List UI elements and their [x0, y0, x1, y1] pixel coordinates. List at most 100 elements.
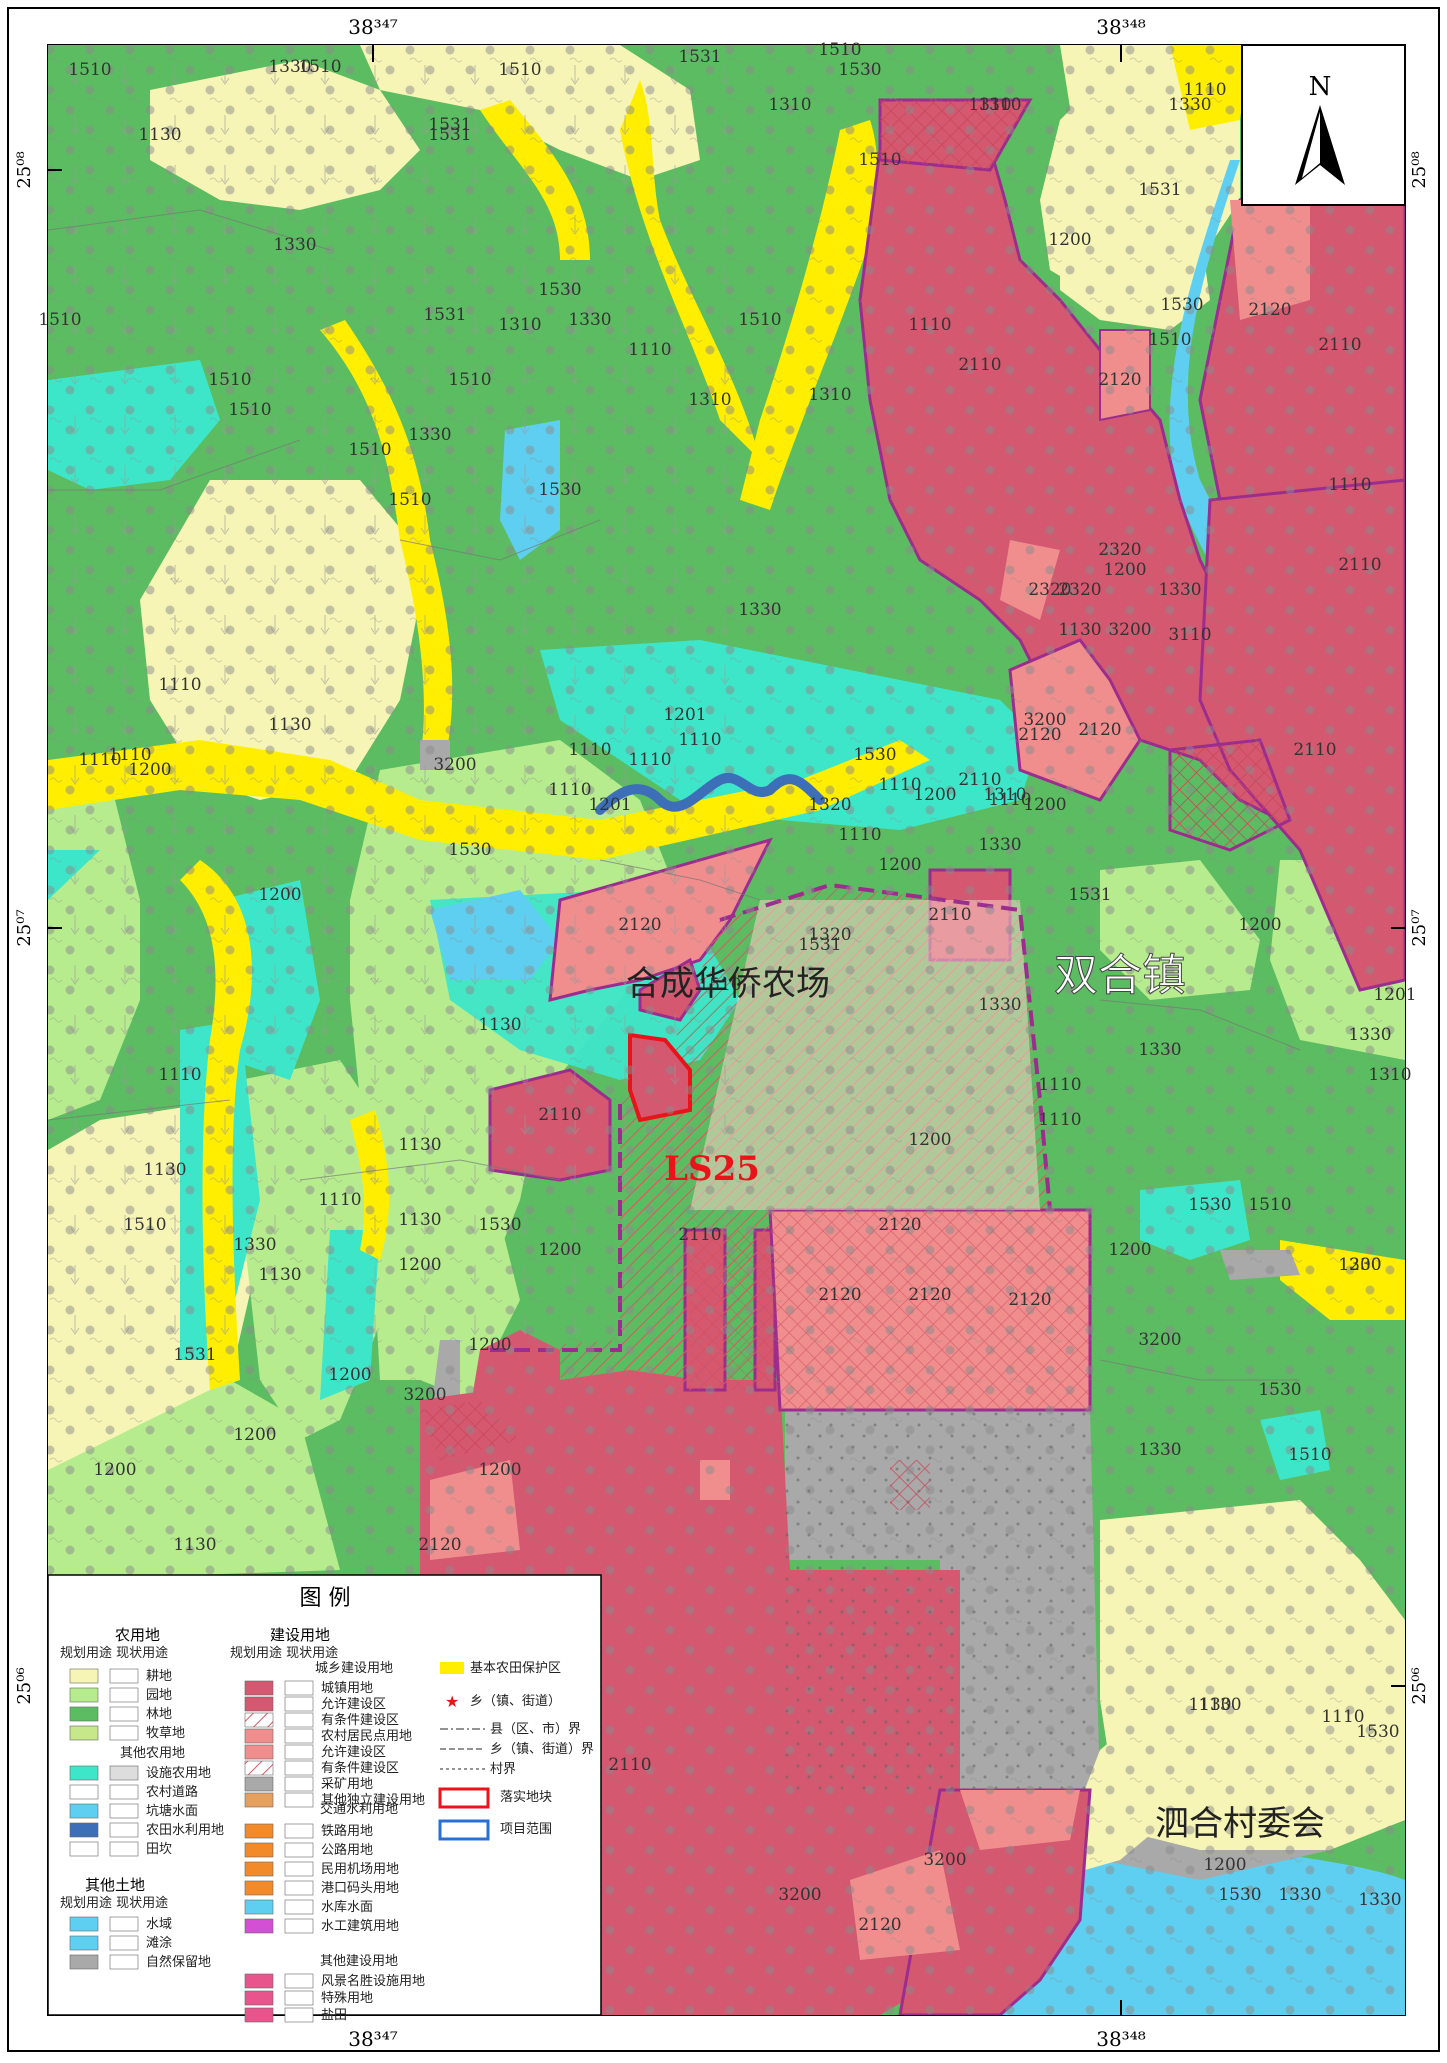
land-code-label: 1510 [738, 310, 781, 330]
land-code-label: 2110 [608, 1755, 651, 1775]
land-code-label: 1110 [568, 740, 611, 760]
legend-swatch [244, 1696, 274, 1712]
land-code-label: 1330 [1138, 1440, 1181, 1460]
legend-swatch-current [109, 1935, 139, 1951]
land-code-label: 1310 [978, 95, 1021, 115]
legend-item-label: 采矿用地 [321, 1777, 373, 1792]
land-code-label: 1110 [1183, 80, 1226, 100]
legend-swatch-current [284, 1842, 314, 1858]
legend-agri-other-heading: 其他农用地 [120, 1746, 185, 1761]
village-label: 泗合村委会 [1155, 1804, 1325, 1844]
land-code-label: 1510 [1248, 1195, 1291, 1215]
north-arrow: N [1241, 44, 1406, 206]
land-code-label: 1510 [698, 975, 741, 995]
land-code-label: 1320 [808, 925, 851, 945]
legend-right-label: 项目范围 [500, 1822, 552, 1837]
land-code-label: 1510 [68, 60, 111, 80]
land-code-label: 1530 [478, 1215, 521, 1235]
land-code-label: 1200 [128, 760, 171, 780]
land-code-label: 1200 [1338, 1255, 1381, 1275]
land-code-label: 1130 [143, 1160, 186, 1180]
land-code-label: 1200 [1203, 1855, 1246, 1875]
legend-swatch [244, 1823, 274, 1839]
land-code-label: 1510 [818, 40, 861, 60]
legend-swatch-current [284, 1792, 314, 1808]
legend-urban-heading: 城乡建设用地 [315, 1661, 393, 1676]
land-code-label: 1530 [1160, 295, 1203, 315]
legend-swatch [244, 1990, 274, 2006]
land-code-label: 1510 [1148, 330, 1191, 350]
land-code-label: 1110 [1321, 1707, 1364, 1727]
land-code-label: 1310 [968, 95, 1011, 115]
grid-left-label: 25⁰⁷ [14, 909, 35, 946]
legend-item-label: 园地 [146, 1688, 172, 1703]
legend-item-label: 滩涂 [146, 1935, 172, 1951]
legend-right-label: 县（区、市）界 [490, 1721, 581, 1737]
legend-swatch-current [109, 1725, 139, 1741]
land-code-label: 2120 [418, 1535, 461, 1555]
legend-item-label: 水库水面 [321, 1899, 373, 1915]
legend-swatch-current [109, 1668, 139, 1684]
land-code-label: 2120 [908, 1285, 951, 1305]
legend-item-label: 耕地 [146, 1668, 172, 1684]
legend-item-label: 水工建筑用地 [321, 1918, 399, 1934]
legend-item-label: 农村道路 [146, 1784, 198, 1800]
legend-item-label: 风景名胜设施用地 [321, 1973, 425, 1989]
land-code-label: 1110 [988, 790, 1031, 810]
grid-left-label: 25⁰⁸ [14, 151, 35, 188]
land-code-label: 2320 [1028, 580, 1071, 600]
land-code-label: 1200 [1023, 795, 1066, 815]
legend-swatch [244, 1760, 274, 1776]
legend-swatch-current [284, 1696, 314, 1712]
land-code-label: 1510 [858, 150, 901, 170]
legend-item-label: 牧草地 [146, 1726, 185, 1741]
legend-swatch-current [109, 1765, 139, 1781]
legend-swatch [438, 1787, 490, 1809]
town-label: 双合镇 [1054, 950, 1186, 1001]
land-code-label: 1200 [468, 1335, 511, 1355]
land-code-label: 2110 [1293, 740, 1336, 760]
land-code-label: 1201 [663, 705, 706, 725]
legend-swatch-current [109, 1916, 139, 1932]
grid-right-label: 25⁰⁶ [1409, 1667, 1430, 1704]
legend-swatch-current [284, 1760, 314, 1776]
land-code-label: 1200 [1103, 560, 1146, 580]
legend-swatch [69, 1668, 99, 1684]
legend-swatch [69, 1725, 99, 1741]
land-code-label: 1310 [983, 785, 1026, 805]
land-code-label: 1530 [1258, 1380, 1301, 1400]
land-code-label: 2110 [958, 770, 1001, 790]
legend-swatch [244, 1712, 274, 1728]
legend-swatch [244, 1973, 274, 1989]
land-code-label: 2120 [1018, 725, 1061, 745]
land-code-label: 1531 [798, 935, 841, 955]
land-code-label: 1320 [808, 795, 851, 815]
land-code-label: 1110 [548, 780, 591, 800]
legend-transport-heading: 交通水利用地 [320, 1801, 398, 1817]
legend-item-label: 城镇用地 [321, 1681, 373, 1696]
land-code-label: 1130 [1058, 620, 1101, 640]
land-code-label: 1530 [1356, 1722, 1399, 1742]
land-code-label: 1531 [678, 47, 721, 67]
legend-swatch [438, 1819, 490, 1841]
land-code-label: 1530 [538, 280, 581, 300]
legend-item-label: 有条件建设区 [321, 1712, 399, 1728]
land-code-label: 1330 [1158, 580, 1201, 600]
land-code-label: 1310 [808, 385, 851, 405]
land-code-label: 1200 [1238, 915, 1281, 935]
north-arrow-icon [1302, 112, 1320, 178]
land-code-label: 2320 [1098, 540, 1141, 560]
legend-swatch [69, 1954, 99, 1970]
land-code-label: 2120 [1248, 300, 1291, 320]
land-code-label: 1330 [1138, 1040, 1181, 1060]
land-code-label: 2110 [1318, 335, 1361, 355]
legend-swatch-current [109, 1841, 139, 1857]
land-code-label: 1330 [1278, 1885, 1321, 1905]
legend-swatch-current [109, 1803, 139, 1819]
legend-agri-heading: 农用地 [115, 1626, 160, 1644]
map-body [48, 45, 1405, 2015]
